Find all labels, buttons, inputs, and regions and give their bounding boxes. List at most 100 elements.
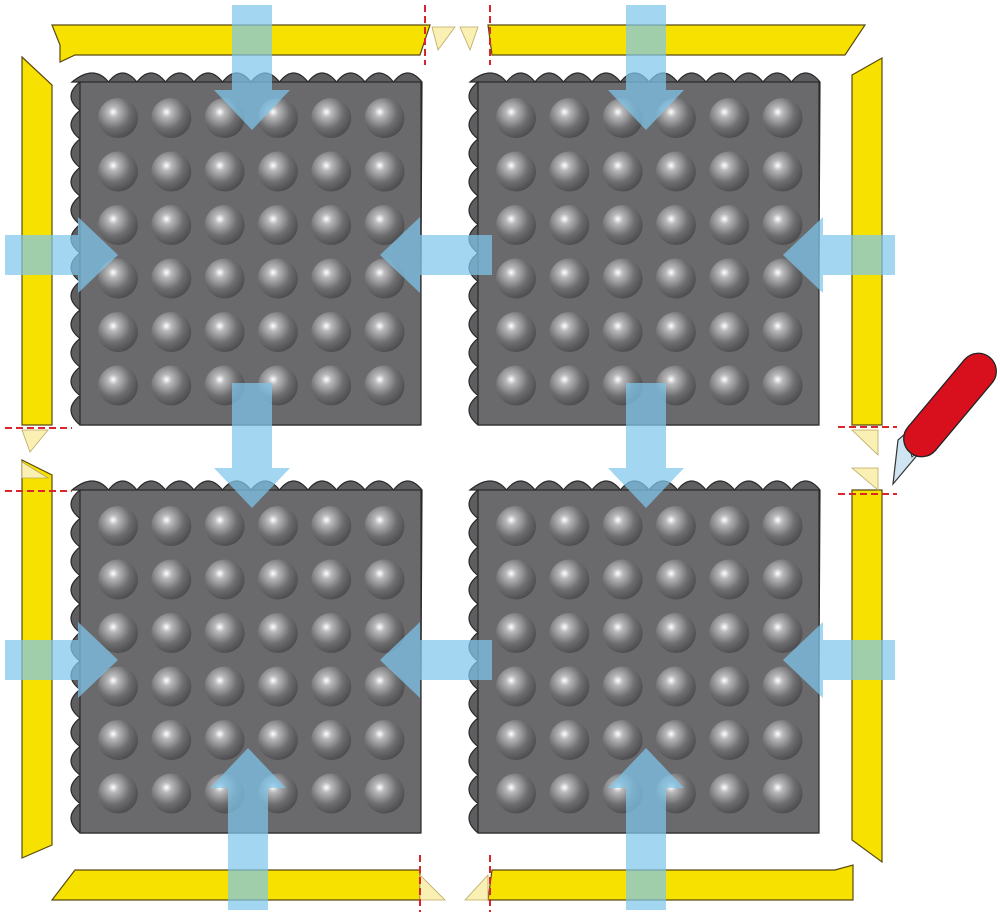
knob bbox=[311, 312, 352, 352]
knob bbox=[98, 312, 138, 352]
corner-piece bbox=[850, 467, 879, 491]
knob bbox=[98, 773, 138, 814]
knob bbox=[204, 559, 245, 600]
knob bbox=[549, 98, 590, 138]
knob bbox=[549, 506, 590, 546]
knob bbox=[496, 613, 536, 653]
knob bbox=[257, 720, 298, 760]
knob bbox=[311, 365, 352, 406]
knob bbox=[549, 773, 590, 814]
knob bbox=[549, 205, 590, 245]
corner-piece bbox=[459, 26, 479, 52]
corner-piece bbox=[419, 874, 446, 901]
assembly-arrow-down bbox=[214, 383, 290, 508]
assembly-arrow-down bbox=[608, 383, 684, 508]
knob bbox=[364, 506, 405, 546]
knob bbox=[602, 258, 643, 299]
knob bbox=[709, 312, 750, 352]
assembly-arrow-left bbox=[783, 622, 895, 698]
knob bbox=[549, 613, 590, 653]
knob bbox=[257, 666, 298, 707]
edge-ramp bbox=[487, 24, 867, 56]
knob bbox=[602, 506, 643, 546]
knife-handle bbox=[903, 352, 997, 458]
knob bbox=[762, 205, 803, 245]
knob bbox=[204, 151, 245, 192]
knob bbox=[549, 720, 590, 760]
corner-piece bbox=[431, 26, 456, 51]
knob bbox=[709, 151, 750, 192]
knob bbox=[98, 613, 138, 653]
knob bbox=[602, 666, 643, 707]
knob bbox=[311, 506, 352, 546]
knob bbox=[496, 258, 536, 299]
knob bbox=[655, 559, 696, 600]
knob bbox=[311, 666, 352, 707]
knob bbox=[655, 151, 696, 192]
knob bbox=[151, 773, 192, 814]
knob bbox=[602, 312, 643, 352]
knob bbox=[762, 559, 803, 600]
knob bbox=[151, 151, 192, 192]
knob bbox=[762, 773, 803, 814]
corner-piece bbox=[464, 873, 489, 901]
knob bbox=[549, 365, 590, 406]
knob bbox=[549, 258, 590, 299]
knob bbox=[602, 613, 643, 653]
knob bbox=[602, 151, 643, 192]
knob bbox=[762, 258, 803, 299]
knob bbox=[364, 613, 405, 653]
assembly-arrow-left bbox=[380, 622, 492, 698]
knob bbox=[204, 506, 245, 546]
assembly-arrow-down bbox=[214, 5, 290, 130]
knob bbox=[311, 151, 352, 192]
knob bbox=[655, 720, 696, 760]
knob bbox=[257, 559, 298, 600]
knob bbox=[151, 559, 192, 600]
knob bbox=[549, 312, 590, 352]
corner-piece bbox=[21, 461, 50, 479]
knob bbox=[496, 98, 536, 138]
assembly-arrow-right bbox=[5, 622, 118, 698]
knob bbox=[549, 559, 590, 600]
assembly-arrow-up bbox=[608, 748, 684, 910]
knob bbox=[655, 258, 696, 299]
mat-tile bbox=[70, 72, 423, 426]
corner-piece bbox=[21, 429, 49, 453]
knob bbox=[364, 666, 405, 707]
knob bbox=[496, 506, 536, 546]
knob bbox=[98, 151, 138, 192]
knob bbox=[496, 720, 536, 760]
knob bbox=[98, 720, 138, 760]
knob bbox=[496, 151, 536, 192]
knob bbox=[602, 205, 643, 245]
knob bbox=[709, 205, 750, 245]
knob bbox=[311, 98, 352, 138]
knob bbox=[364, 312, 405, 352]
knob bbox=[709, 773, 750, 814]
knob bbox=[762, 151, 803, 192]
knob bbox=[151, 98, 192, 138]
knob bbox=[257, 258, 298, 299]
knob bbox=[311, 559, 352, 600]
knob bbox=[364, 773, 405, 814]
knob bbox=[98, 666, 138, 707]
knob bbox=[364, 365, 405, 406]
assembly-arrow-left bbox=[380, 217, 492, 293]
knob bbox=[204, 720, 245, 760]
knob bbox=[709, 258, 750, 299]
knob bbox=[151, 312, 192, 352]
knob bbox=[549, 666, 590, 707]
knob bbox=[762, 365, 803, 406]
knob bbox=[762, 666, 803, 707]
knob bbox=[311, 613, 352, 653]
knob bbox=[364, 98, 405, 138]
knob bbox=[655, 312, 696, 352]
knob bbox=[98, 258, 138, 299]
knob bbox=[496, 666, 536, 707]
knob bbox=[364, 205, 405, 245]
knob bbox=[709, 506, 750, 546]
knob bbox=[151, 205, 192, 245]
